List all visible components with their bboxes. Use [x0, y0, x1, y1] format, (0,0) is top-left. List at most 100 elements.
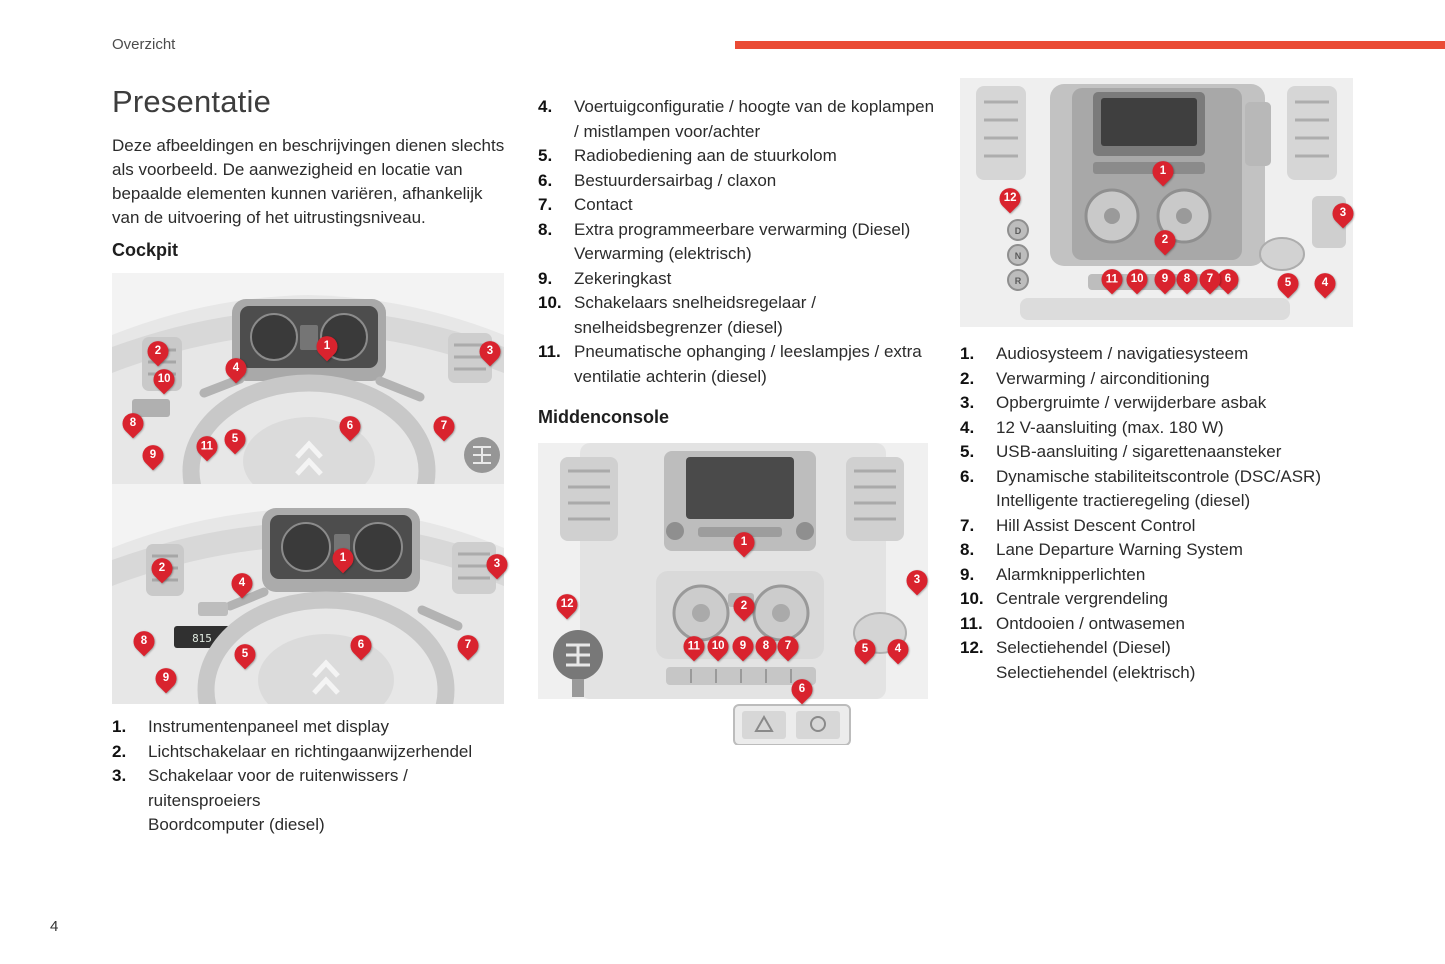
legend-item-text: Hill Assist Descent Control	[996, 515, 1196, 535]
legend-item-number: 10.	[960, 589, 984, 608]
right-air-vent-icon	[1287, 86, 1337, 180]
legend-item: 10. Centrale vergrendeling	[960, 587, 1362, 612]
right-air-vent-icon	[452, 542, 496, 594]
gear-letter-d: D	[1015, 226, 1022, 236]
legend-item: 2. Verwarming / airconditioning	[960, 367, 1362, 392]
legend-item-number: 4.	[538, 97, 553, 116]
breadcrumb: Overzicht	[112, 36, 176, 53]
accent-bar	[735, 41, 1445, 49]
legend-item: 1. Audiosysteem / navigatiesysteem	[960, 342, 1362, 367]
side-vent	[1245, 102, 1271, 166]
button-strip	[666, 667, 816, 685]
legend-item: 11. Pneumatische ophanging / leeslampjes…	[538, 340, 940, 389]
cockpit-heading: Cockpit	[112, 240, 179, 260]
wiper-stalk	[417, 605, 463, 631]
climate-knobs	[1084, 188, 1212, 244]
lower-tray	[1020, 298, 1290, 320]
legend-item-text: Centrale vergrendeling	[996, 589, 1168, 608]
center-console-illustration	[538, 443, 928, 745]
citroen-chevron-icon	[312, 659, 340, 678]
legend-item-number: 10.	[538, 293, 562, 312]
legend-item: 9. Zekeringkast	[538, 267, 940, 292]
gear-lever-icon	[553, 630, 603, 697]
legend-item-text: Bestuurdersairbag / claxon	[574, 170, 777, 190]
cockpit-legend-part2: 4. Voertuigconfiguratie / hoogte van de …	[538, 95, 940, 389]
gear-knob-icon	[464, 437, 500, 473]
legend-item-text: Alarmknipperlichten	[996, 564, 1146, 584]
legend-item: 8. Lane Departure Warning System	[960, 538, 1362, 563]
left-air-vent-icon	[146, 544, 184, 596]
legend-item-number: 8.	[960, 540, 975, 559]
legend-item-text: Dynamische stabiliteitscontrole (DSC/ASR…	[996, 466, 1321, 511]
legend-item-number: 6.	[960, 466, 975, 486]
legend-item-text: USB-aansluiting / sigarettenaansteker	[996, 442, 1282, 461]
page-number: 4	[50, 918, 59, 935]
legend-item-number: 7.	[960, 515, 975, 535]
console-illustration-2: D N R	[960, 78, 1353, 327]
console-legend: 1. Audiosysteem / navigatiesysteem 2. Ve…	[960, 342, 1362, 685]
legend-item-number: 9.	[538, 268, 553, 288]
cockpit-legend-part1: 1. Instrumentenpaneel met display 2. Lic…	[112, 715, 514, 838]
dashboard-cowl	[112, 309, 504, 373]
legend-item-number: 2.	[112, 741, 127, 761]
legend-item: 3. Schakelaar voor de ruitenwissers / ru…	[112, 764, 514, 838]
legend-item-text: Opbergruimte / verwijderbare asbak	[996, 393, 1267, 412]
gear-letter-r: R	[1015, 276, 1022, 286]
legend-item-text: Pneumatische ophanging / leeslampjes / e…	[574, 342, 922, 386]
legend-item: 6. Bestuurdersairbag / claxon	[538, 169, 940, 194]
citroen-chevron-icon	[295, 457, 323, 476]
left-air-vent-icon	[976, 86, 1026, 180]
left-air-vent-icon	[142, 337, 182, 391]
wiper-stalk	[375, 376, 425, 402]
legend-item: 2. Lichtschakelaar en richtingaanwijzerh…	[112, 740, 514, 765]
climate-control-panel	[656, 571, 824, 659]
legend-item-text: Voertuigconfiguratie / hoogte van de kop…	[574, 97, 935, 141]
gear-selector-buttons: D N R	[1007, 219, 1029, 291]
gear-letter-n: N	[1015, 251, 1022, 261]
instrument-cluster	[232, 299, 386, 381]
legend-item-number: 11.	[538, 342, 561, 361]
legend-item-text: 12 V-aansluiting (max. 180 W)	[996, 417, 1224, 437]
right-air-vent-icon	[846, 457, 904, 541]
hazard-triangle-icon	[754, 714, 774, 732]
button-strip	[1088, 274, 1238, 290]
legend-item: 12. Selectiehendel (Diesel) Selectiehend…	[960, 636, 1362, 685]
legend-item-text: Zekeringkast	[574, 268, 672, 288]
cup-holder	[1259, 237, 1305, 271]
legend-item-text: Extra programmeerbare verwarming (Diesel…	[574, 219, 911, 264]
legend-item-text: Audiosysteem / navigatiesysteem	[996, 344, 1249, 363]
legend-item-number: 1.	[112, 717, 127, 736]
legend-item-number: 7.	[538, 195, 553, 214]
legend-item-text: Schakelaar voor de ruitenwissers / ruite…	[148, 766, 408, 834]
legend-item-text: Schakelaars snelheidsregelaar / snelheid…	[574, 293, 816, 337]
intro-paragraph: Deze afbeeldingen en beschrijvingen dien…	[112, 136, 505, 227]
legend-item-text: Selectiehendel (Diesel) Selectiehendel (…	[996, 638, 1196, 682]
fuse-box-panel	[132, 399, 170, 417]
legend-item: 11. Ontdooien / ontwasemen	[960, 612, 1362, 637]
left-air-vent-icon	[560, 457, 618, 541]
legend-item-number: 8.	[538, 219, 553, 239]
cockpit-illustration-1	[112, 273, 504, 484]
switch-detail-inset	[733, 704, 851, 745]
citroen-chevron-icon	[312, 676, 340, 695]
legend-item-number: 2.	[960, 368, 975, 388]
cockpit-illustration-2: 815	[112, 484, 504, 704]
legend-item-text: Radiobediening aan de stuurkolom	[574, 146, 837, 165]
legend-item: 8. Extra programmeerbare verwarming (Die…	[538, 218, 940, 267]
legend-item-text: Instrumentenpaneel met display	[148, 717, 389, 736]
middle-column: 4. Voertuigconfiguratie / hoogte van de …	[538, 95, 940, 745]
left-column: Presentatie Deze afbeeldingen en beschri…	[112, 84, 514, 838]
legend-item-number: 12.	[960, 638, 984, 657]
legend-item-number: 11.	[960, 613, 983, 633]
middenconsole-heading: Middenconsole	[538, 407, 670, 427]
legend-item: 7. Hill Assist Descent Control	[960, 514, 1362, 539]
legend-item-number: 5.	[538, 146, 553, 165]
legend-item: 1. Instrumentenpaneel met display	[112, 715, 514, 740]
legend-item: 4. Voertuigconfiguratie / hoogte van de …	[538, 95, 940, 144]
legend-item-text: Contact	[574, 195, 633, 214]
legend-item-text: Lane Departure Warning System	[996, 540, 1243, 559]
legend-item-number: 1.	[960, 344, 975, 363]
cup-holder	[853, 612, 907, 654]
